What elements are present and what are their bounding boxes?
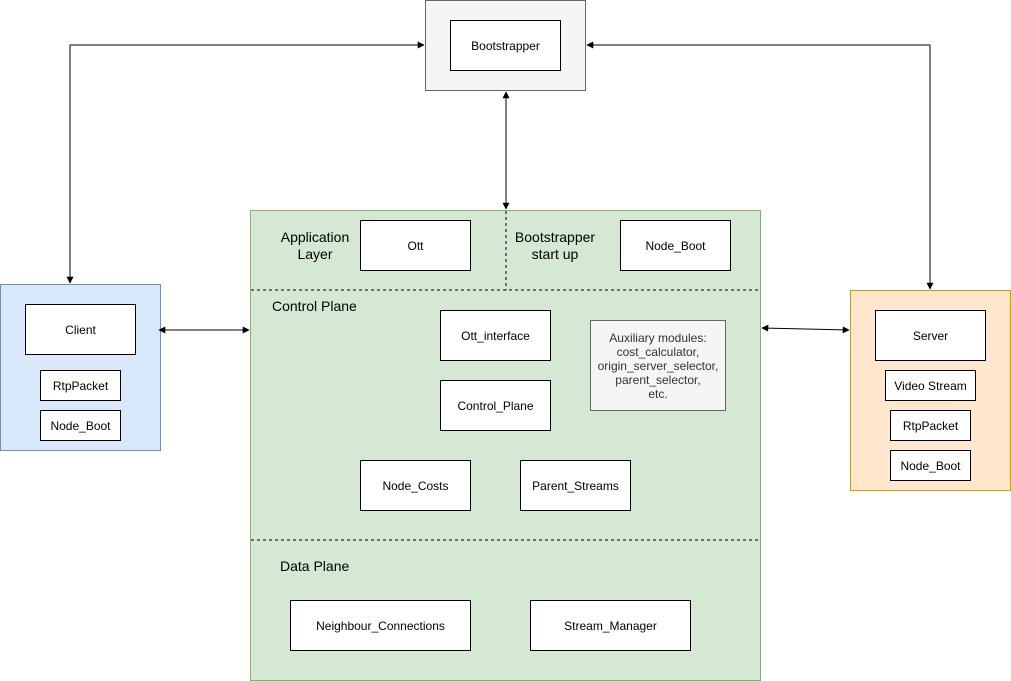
bootstrapper-startup-label: Bootstrapper start up <box>514 229 596 262</box>
client-module-node-boot[interactable]: Node_Boot <box>40 410 121 441</box>
server-node[interactable]: Server <box>875 310 986 361</box>
bootstrapper-client-arrow <box>66 41 425 284</box>
server-module-node-boot[interactable]: Node_Boot <box>890 450 971 481</box>
node-boot-module[interactable]: Node_Boot <box>620 220 731 271</box>
server-module-rtppacket[interactable]: RtpPacket <box>890 410 971 441</box>
node-costs-module[interactable]: Node_Costs <box>360 460 471 511</box>
node-server-arrow <box>761 324 850 334</box>
neighbour-connections-module[interactable]: Neighbour_Connections <box>290 600 471 651</box>
application-layer-label: Application Layer <box>280 229 350 262</box>
ott-module[interactable]: Ott <box>360 220 471 271</box>
control-plane-module[interactable]: Control_Plane <box>440 380 551 431</box>
server-module-video-stream[interactable]: Video Stream <box>885 370 976 401</box>
data-plane-label: Data Plane <box>280 558 350 574</box>
client-node[interactable]: Client <box>25 304 136 355</box>
parent-streams-module[interactable]: Parent_Streams <box>520 460 631 511</box>
auxiliary-modules-note: Auxiliary modules: cost_calculator, orig… <box>590 320 726 411</box>
ott-interface-module[interactable]: Ott_interface <box>440 310 551 361</box>
bootstrapper-server-arrow <box>586 41 934 290</box>
client-module-rtppacket[interactable]: RtpPacket <box>40 370 121 401</box>
bootstrapper-node[interactable]: Bootstrapper <box>450 20 561 71</box>
control-plane-label: Control Plane <box>272 298 357 314</box>
stream-manager-module[interactable]: Stream_Manager <box>530 600 691 651</box>
